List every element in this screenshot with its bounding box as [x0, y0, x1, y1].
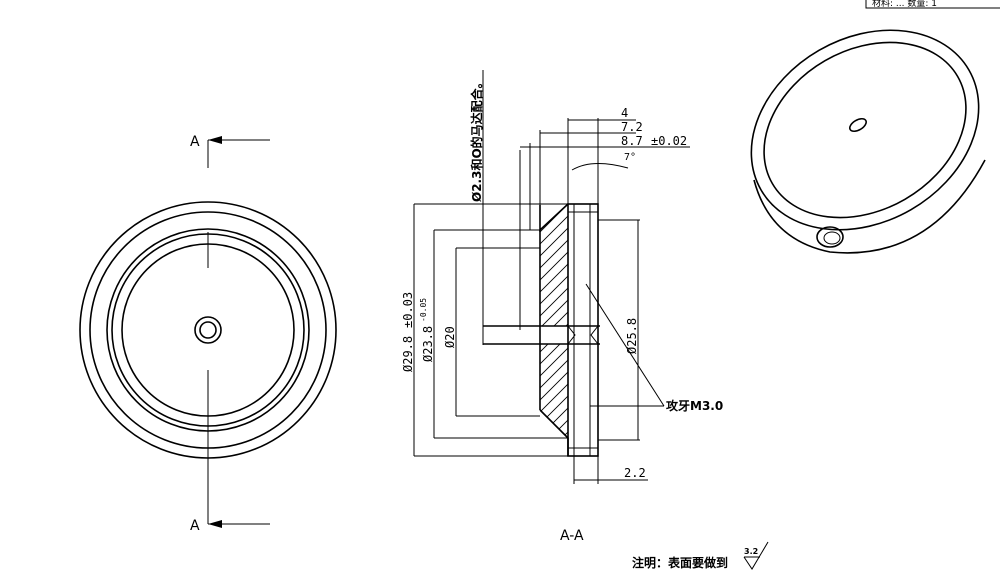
- iso-top-outer: [750, 29, 980, 231]
- rim-outline: [567, 203, 599, 457]
- iso-side-hole: [816, 226, 844, 248]
- hole-note: Ø2.3和O的马达配合。: [469, 76, 484, 202]
- tol-8-7: ±0.02: [651, 134, 687, 148]
- iso-bottom-edge: [753, 159, 986, 254]
- dim-outer: Ø29.8: [401, 336, 415, 372]
- roughness-symbol: [743, 541, 769, 570]
- dim-right: Ø25.8: [625, 318, 639, 354]
- section-mark-top: A: [190, 134, 200, 150]
- surface-note-text: 注明：表面要做到: [632, 555, 728, 570]
- title-block-text: 材料: ... 数量: 1: [872, 0, 937, 9]
- title-block: 材料: ... 数量: 1: [865, 0, 1000, 9]
- thread-note: 攻牙M3.0: [666, 398, 723, 413]
- dim-8-7: 8.7: [621, 134, 643, 148]
- isometric-view: [750, 29, 986, 254]
- thread-leader: [585, 283, 665, 407]
- tol-outer: ±0.03: [401, 292, 415, 328]
- dim-bore: Ø23.8: [421, 326, 435, 362]
- section-mark-bottom: A: [190, 518, 200, 534]
- angle-label: 7°: [624, 152, 636, 163]
- hub-outer-circle: [194, 316, 222, 344]
- section-title: A-A: [560, 528, 584, 544]
- surface-note: 注明：表面要做到 3.2: [632, 541, 769, 570]
- iso-center-hole: [849, 117, 867, 133]
- section-view: 4 7.2 8.7 ±0.02 7° Ø29.8 ±0.03 Ø23.8 -0.…: [401, 70, 723, 544]
- dim-7-2: 7.2: [621, 120, 643, 134]
- tol-bore: -0.05: [419, 298, 428, 322]
- dim-4: 4: [621, 106, 628, 120]
- iso-top-inner: [763, 41, 967, 219]
- angle-arc: [571, 163, 629, 171]
- front-view: A A: [79, 134, 337, 534]
- dim-bottom: 2.2: [624, 466, 646, 480]
- roughness-value: 3.2: [744, 547, 758, 556]
- section-hatch: [540, 204, 568, 438]
- hub-hole-circle: [199, 321, 217, 339]
- dim-inner: Ø20: [443, 326, 457, 348]
